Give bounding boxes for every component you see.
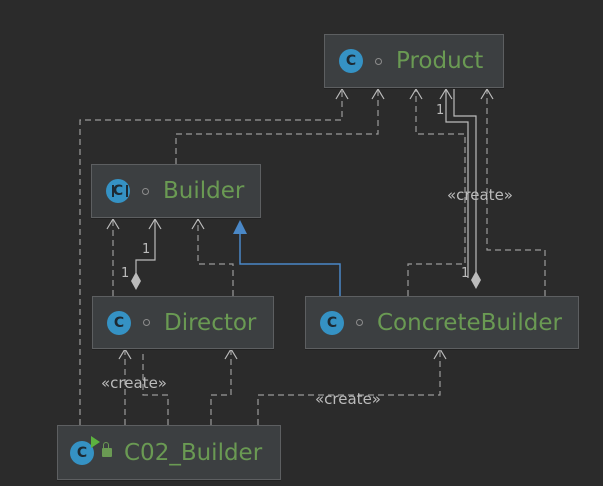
abstract-class-icon: C [106,179,130,203]
arrowhead [371,87,385,100]
aggregation-concretebuilder-product-2 [445,89,469,278]
class-node-director[interactable]: C Director [92,296,274,349]
arrowhead [409,87,423,100]
dependency-client-director-2 [210,349,232,425]
dependency-concretebuilder-product-2 [486,89,546,296]
arrowhead [148,217,162,230]
aggregation-director-builder [135,219,156,280]
class-node-builder[interactable]: C Builder [91,164,261,218]
run-icon [91,435,100,448]
inheritance-concretebuilder-builder [239,233,341,296]
arrowhead [191,217,205,230]
class-icon-letter: C [112,183,124,199]
dependency-builder-product [175,89,379,164]
class-name: C02_Builder [124,439,263,466]
multiplicity-builder: 1 [142,242,151,257]
class-name: Builder [163,178,245,204]
class-icon: C [107,310,131,335]
arrowhead [439,87,453,100]
class-node-concretebuilder[interactable]: C ConcreteBuilder [305,296,579,349]
class-node-product[interactable]: C Product [324,34,504,88]
arrowhead [224,347,238,360]
visibility-icon [356,319,363,326]
dependency-client-concretebuilder [257,349,441,425]
aggregation-diamond-director [131,272,141,290]
abstract-marker-icon [112,185,128,197]
arrowhead [118,347,132,360]
class-node-c02-builder[interactable]: C C02_Builder [57,425,281,480]
inheritance-arrowhead [233,220,247,234]
class-name: ConcreteBuilder [377,309,562,336]
class-icon: C [339,49,363,73]
multiplicity-concretebuilder: 1 [461,266,470,281]
create-label-product: «create» [447,186,513,204]
visibility-icon [143,319,150,326]
lock-icon [102,442,112,457]
class-name: Director [164,309,257,336]
runnable-class-icon: C [70,435,100,465]
aggregation-concretebuilder-product [453,89,477,278]
create-label-concretebuilder: «create» [315,390,381,408]
dependency-client-director-create [142,349,169,425]
multiplicity-product: 1 [436,103,445,118]
arrowhead [433,347,447,360]
arrowhead [335,87,349,100]
multiplicity-director: 1 [121,266,130,281]
class-icon-letter: C [76,444,88,461]
aggregation-diamond-concretebuilder [471,271,481,289]
visibility-icon [375,57,382,65]
dependency-director-builder-2 [197,219,234,296]
dependency-concretebuilder-product [407,89,466,296]
visibility-icon [142,187,149,195]
arrowhead [480,87,494,100]
dependency-client-product [79,89,343,425]
class-name: Product [396,48,484,74]
class-icon: C [320,310,344,335]
create-label-director: «create» [101,374,167,392]
arrowhead [106,217,120,230]
